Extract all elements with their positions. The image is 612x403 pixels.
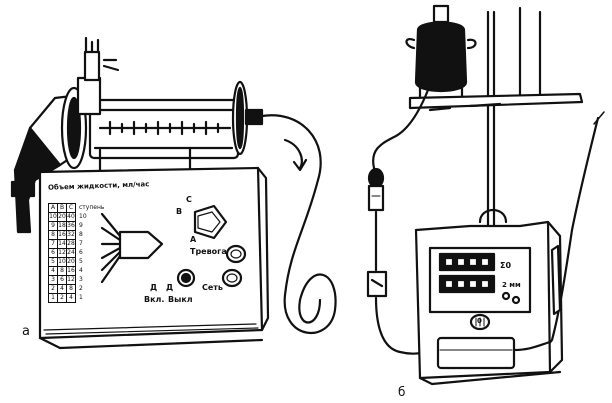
mains-indicator: [221, 268, 243, 288]
col-header-a: A: [48, 203, 58, 213]
cell: 12: [57, 248, 67, 258]
table-header-row: A B C ступень: [48, 203, 105, 213]
cell: 24: [66, 248, 76, 258]
rate-pointer: [118, 230, 164, 260]
stand-pole: [486, 10, 496, 227]
drip-chamber-top: [367, 167, 385, 189]
cell: 8: [79, 231, 83, 238]
tubing-a: [260, 114, 337, 335]
figure-label-b: б: [398, 385, 406, 399]
cell: 32: [66, 230, 76, 240]
bottle-body: [414, 21, 468, 92]
cell: 12: [66, 275, 76, 285]
cell: 2: [57, 293, 67, 303]
cell: 5: [48, 257, 58, 267]
cell: 2: [79, 285, 83, 292]
cell: 20: [57, 212, 67, 222]
tubing-b-upper: [372, 88, 430, 170]
cell: 28: [66, 239, 76, 249]
cell: 6: [79, 249, 83, 256]
infusion-device-b: [366, 4, 605, 386]
cell: 10: [57, 257, 67, 267]
switch-label-a: Д: [150, 283, 158, 292]
button-b-1: [501, 291, 511, 301]
dial-label: 0: [477, 317, 482, 325]
cell: 1: [48, 293, 58, 303]
drip-chamber: [367, 184, 385, 212]
sigma-label: Σ0: [500, 261, 512, 270]
mains-label: Сеть: [202, 283, 223, 292]
syringe-scale: [98, 120, 232, 136]
figure-label-a: а: [22, 324, 30, 339]
selector-label-a: A: [190, 235, 197, 244]
bottle-neck: [432, 4, 450, 24]
flow-arrow: [283, 138, 308, 172]
infusion-pump-a: [10, 36, 337, 350]
cell: 14: [57, 239, 67, 249]
clamp-screw: [10, 180, 36, 198]
cell: 8: [57, 266, 67, 276]
cell: 2: [48, 284, 58, 294]
cell: 1: [79, 294, 83, 301]
pump-cassette: [436, 336, 516, 370]
drive-block: [76, 76, 102, 116]
label-2mm: 2 мм: [502, 281, 521, 289]
on-label: Вкл.: [144, 295, 165, 304]
cell: 9: [48, 221, 58, 231]
cell: 20: [66, 257, 76, 267]
cell: 3: [79, 276, 83, 283]
cell: 5: [79, 258, 83, 265]
selector-label-c: C: [186, 195, 192, 204]
cell: 4: [79, 267, 83, 274]
col-header-step: ступень: [79, 204, 105, 211]
col-header-b: B: [57, 203, 67, 213]
case-shading: [43, 323, 259, 335]
button-b-2: [511, 295, 521, 305]
shelf: [408, 92, 584, 110]
side-slider: [550, 244, 562, 316]
cell: 9: [79, 222, 83, 229]
off-label: Выкл: [168, 295, 193, 304]
selector-label-b: B: [176, 207, 183, 216]
cell: 4: [66, 293, 76, 303]
switch-label-b: Д: [166, 283, 174, 292]
cell: 36: [66, 221, 76, 231]
cell: 3: [48, 275, 58, 285]
cell: 16: [57, 230, 67, 240]
stand-rods: [518, 6, 542, 102]
alarm-indicator: [225, 244, 247, 264]
cell: 10: [48, 212, 58, 222]
cell: 4: [57, 284, 67, 294]
cell: 6: [48, 248, 58, 258]
cell: 6: [57, 275, 67, 285]
cell: 7: [48, 239, 58, 249]
cell: 7: [79, 240, 83, 247]
cell: 16: [66, 266, 76, 276]
col-header-c: C: [66, 203, 76, 213]
cell: 10: [79, 213, 87, 220]
cell: 40: [66, 212, 76, 222]
alarm-label: Тревога: [190, 247, 227, 256]
cell: 8: [66, 284, 76, 294]
selector-pentagon: [193, 204, 228, 240]
hanger: [478, 208, 508, 224]
cell: 18: [57, 221, 67, 231]
cell: 4: [48, 266, 58, 276]
cell: 8: [48, 230, 58, 240]
